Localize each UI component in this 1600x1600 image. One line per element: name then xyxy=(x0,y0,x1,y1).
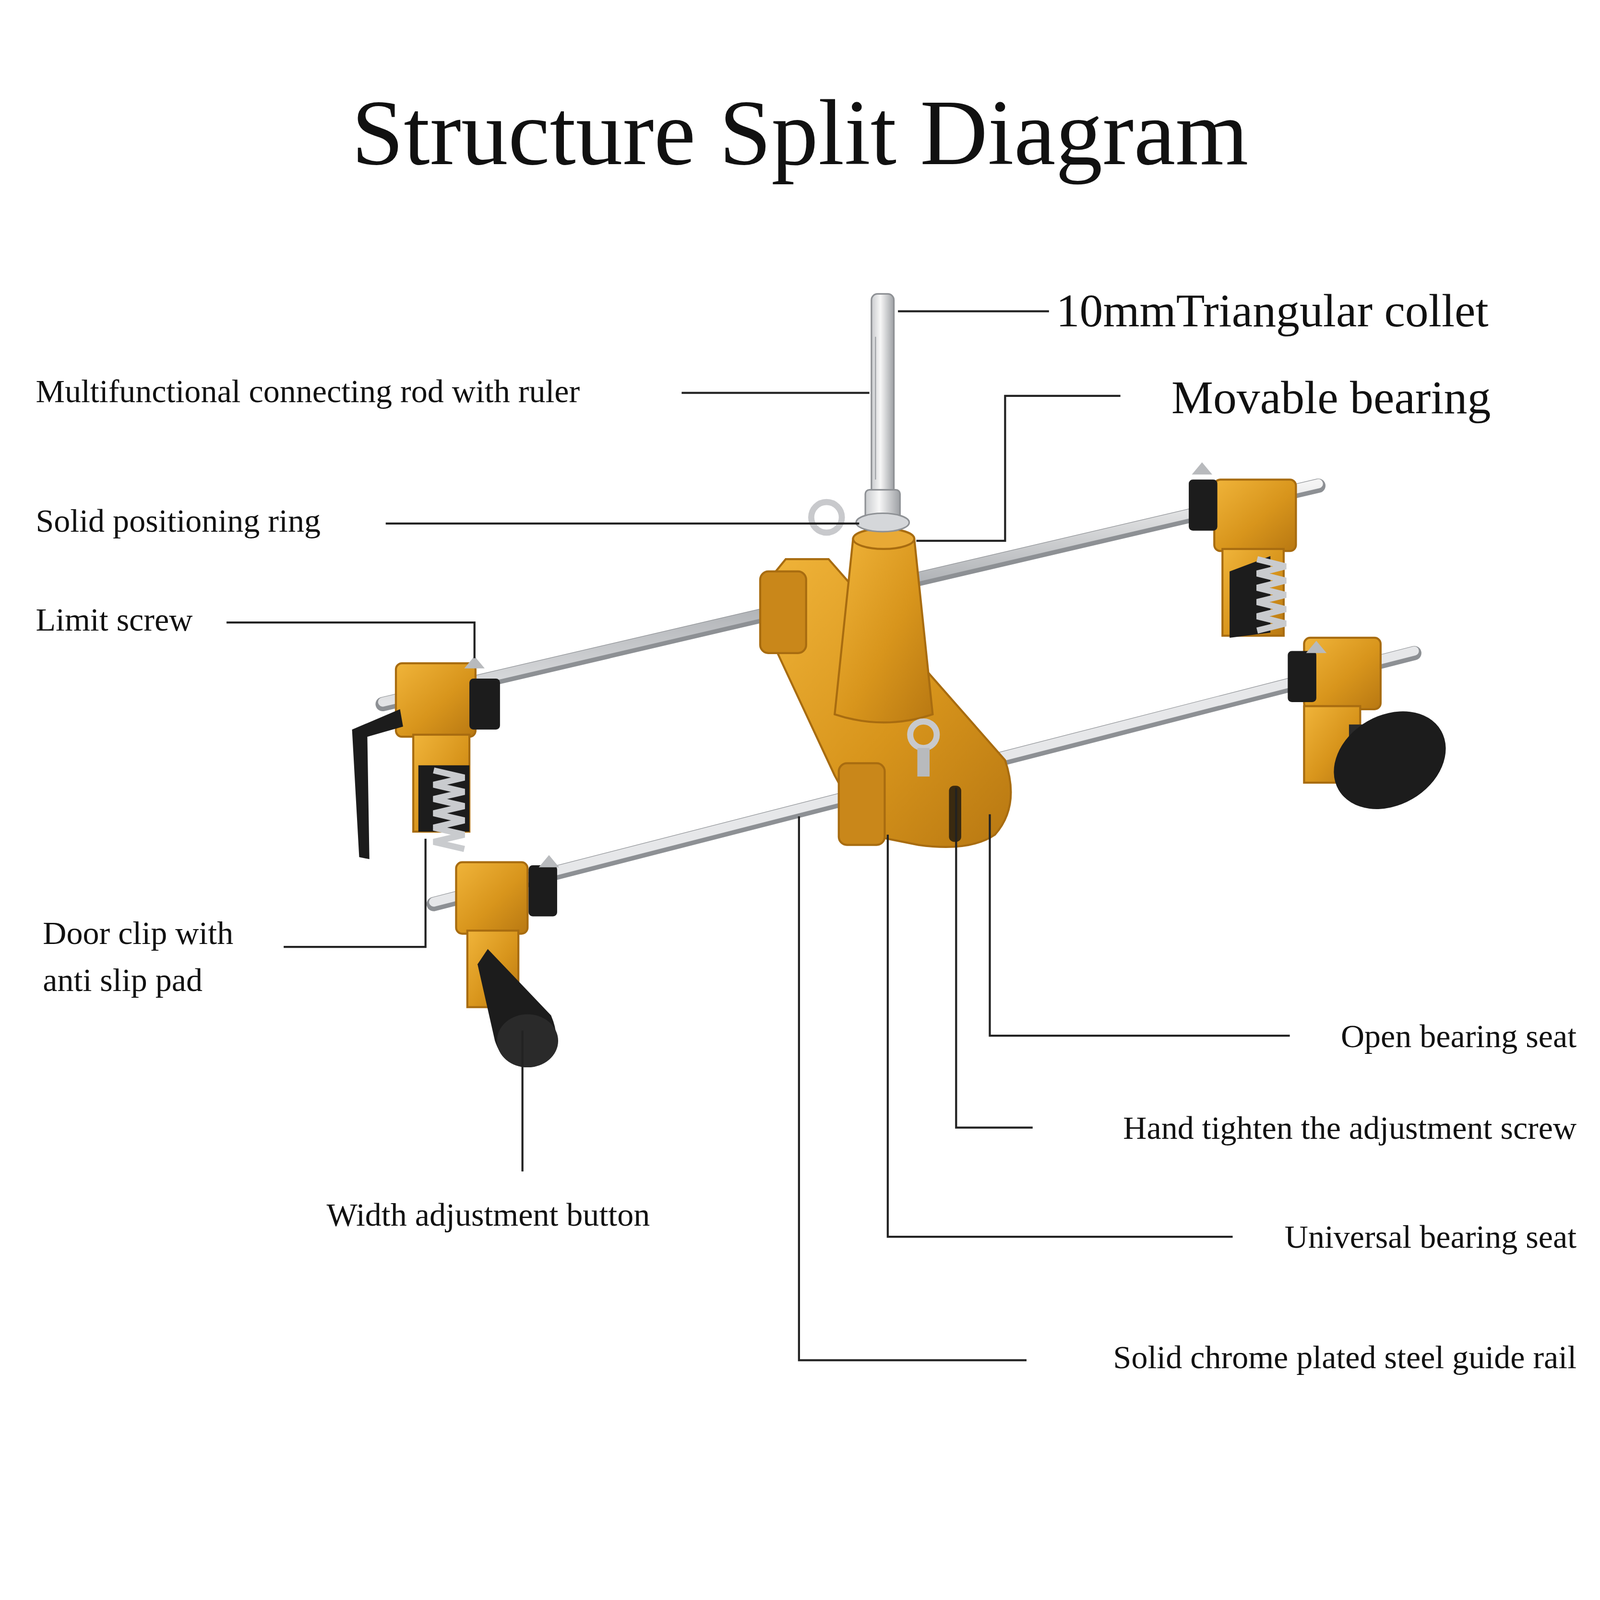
clamp-right-front xyxy=(1287,637,1464,829)
part-label: Hand tighten the adjustment screw xyxy=(1122,1108,1577,1148)
clamp-left-front xyxy=(455,855,560,1068)
part-label: 10mmTriangular collet xyxy=(1056,283,1489,340)
part-label: Solid chrome plated steel guide rail xyxy=(1113,1337,1577,1377)
leader-lines xyxy=(226,311,1290,1361)
clamp-left-back xyxy=(352,656,501,860)
diagram-title: Structure Split Diagram xyxy=(0,76,1600,190)
part-label: Movable bearing xyxy=(1171,370,1491,427)
part-label: Solid positioning ring xyxy=(35,501,321,541)
part-label: Width adjustment button xyxy=(326,1194,650,1234)
part-label: Multifunctional connecting rod with rule… xyxy=(35,371,580,411)
center-body xyxy=(760,501,1011,848)
part-label: Door clip with anti slip pad xyxy=(42,909,283,1004)
part-label: Universal bearing seat xyxy=(1284,1217,1577,1257)
clamp-right-back xyxy=(1188,462,1296,638)
part-label: Limit screw xyxy=(35,599,193,640)
spindle xyxy=(856,293,910,532)
part-label: Open bearing seat xyxy=(1340,1015,1577,1056)
